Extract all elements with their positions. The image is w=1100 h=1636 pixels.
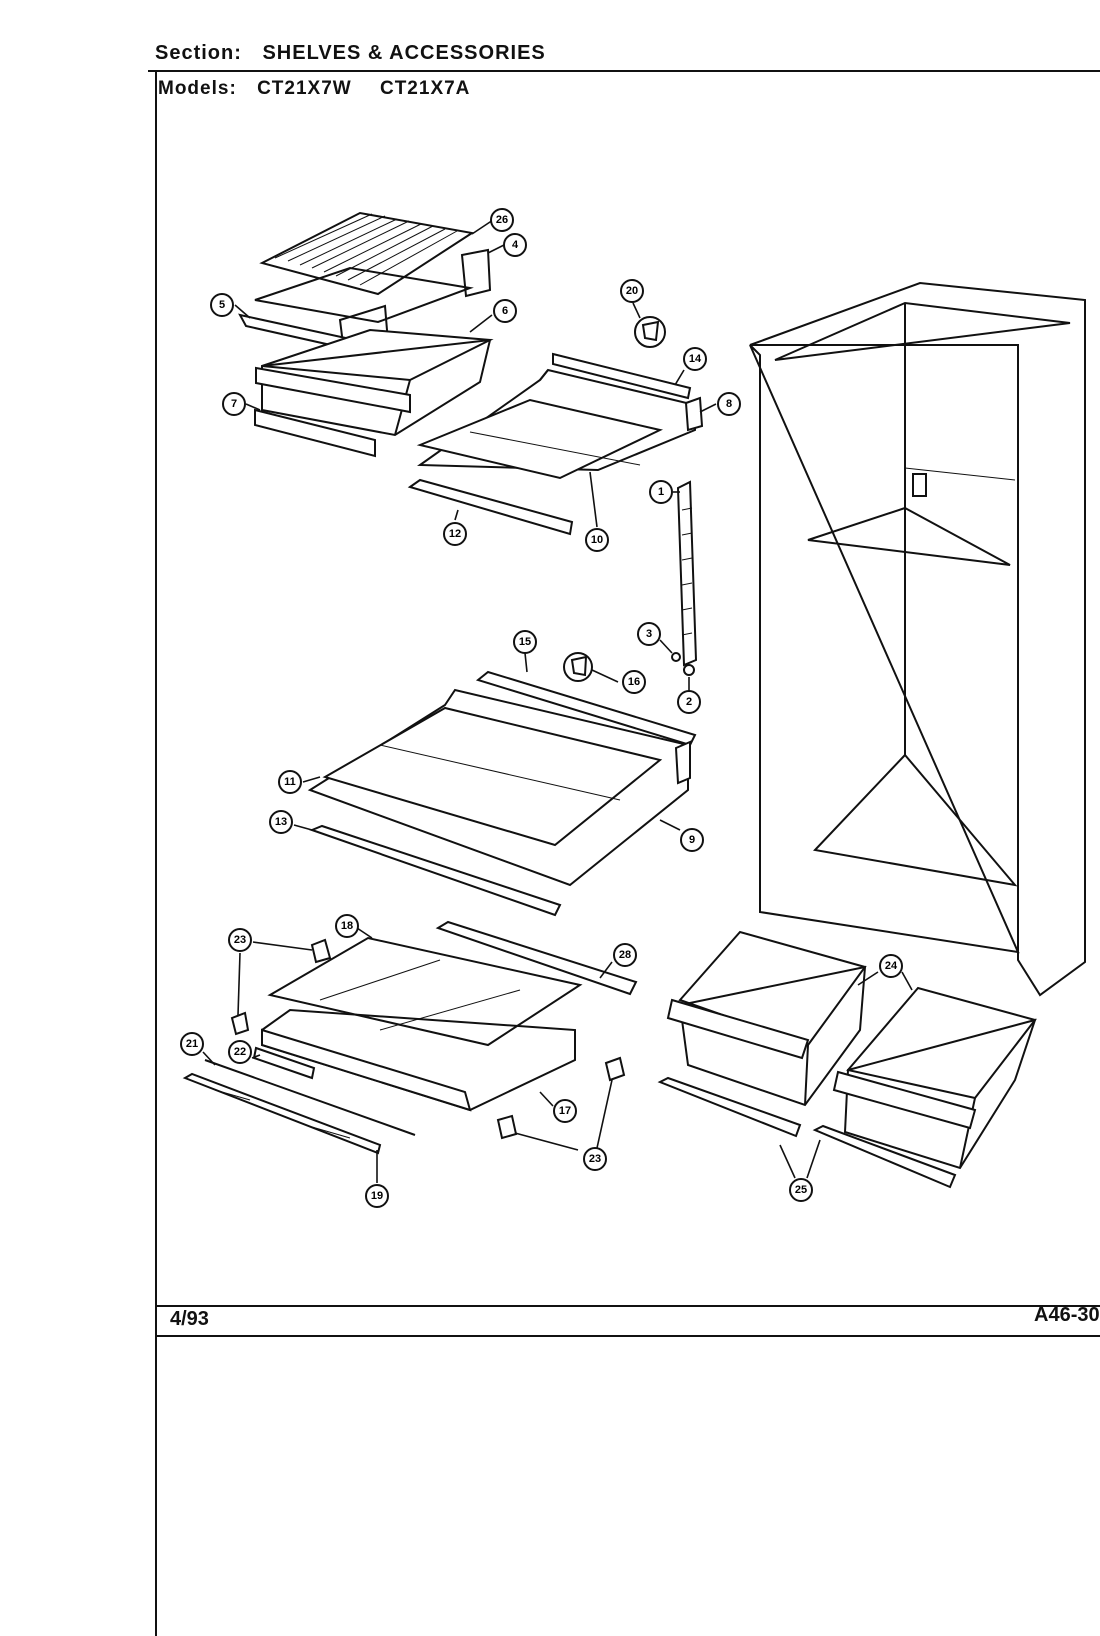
crisper-slide-rails — [657, 1076, 957, 1189]
crisper-drawer-right — [832, 986, 1037, 1170]
svg-text:17: 17 — [559, 1105, 571, 1117]
crisper-drawer-left — [666, 930, 867, 1107]
callout-3: 3 — [637, 622, 661, 646]
svg-text:11: 11 — [284, 776, 296, 788]
callout-26: 26 — [490, 208, 514, 232]
svg-text:23: 23 — [589, 1153, 601, 1165]
deli-drawer — [255, 328, 494, 437]
crisper-handle-insert — [252, 1046, 316, 1080]
callout-25: 25 — [789, 1178, 813, 1202]
svg-text:7: 7 — [231, 398, 237, 410]
callout-24: 24 — [879, 954, 903, 978]
exploded-parts-diagram: 26 4 5 6 7 20 14 8 1 12 10 3 15 16 2 11 … — [180, 208, 1086, 1208]
callout-5: 5 — [210, 293, 234, 317]
callout-8: 8 — [717, 392, 741, 416]
footer-rule-bottom — [155, 1335, 1100, 1337]
section-label: Section: — [155, 42, 242, 64]
callout-18: 18 — [335, 914, 359, 938]
svg-text:3: 3 — [646, 628, 652, 640]
model-number-2: CT21X7A — [379, 78, 471, 99]
shelf-frame-upper — [416, 368, 704, 472]
shelf-frame-lower — [307, 688, 691, 887]
shelf-rear-trim-lower — [475, 670, 697, 747]
header-rule — [148, 70, 1100, 72]
callout-22: 22 — [228, 1040, 252, 1064]
shelf-clip-icon-lower — [563, 652, 593, 682]
svg-text:16: 16 — [628, 676, 640, 688]
svg-text:4: 4 — [512, 239, 519, 251]
section-title: SHELVES & ACCESSORIES — [262, 42, 546, 64]
svg-text:9: 9 — [689, 834, 695, 846]
svg-text:19: 19 — [371, 1190, 383, 1202]
callout-11: 11 — [278, 770, 302, 794]
callout-7: 7 — [222, 392, 246, 416]
callout-19: 19 — [365, 1184, 389, 1208]
shelf-bracket-right — [460, 248, 492, 298]
svg-text:28: 28 — [619, 949, 631, 961]
svg-text:2: 2 — [686, 696, 692, 708]
callout-4: 4 — [503, 233, 527, 257]
glass-shelf-upper — [416, 398, 664, 480]
callout-20: 20 — [620, 279, 644, 303]
model-number-1: CT21X7W — [257, 78, 352, 99]
callout-23-upper: 23 — [228, 928, 252, 952]
svg-text:23: 23 — [234, 934, 246, 946]
shelf-ladder-rail — [671, 480, 698, 676]
svg-text:5: 5 — [219, 299, 225, 311]
crisper-cover-front-trim — [182, 1072, 382, 1155]
svg-text:15: 15 — [519, 636, 531, 648]
callout-6: 6 — [493, 299, 517, 323]
svg-text:10: 10 — [591, 534, 603, 546]
callout-13: 13 — [269, 810, 293, 834]
glass-shelf-lower — [322, 706, 663, 847]
shelf-front-trim-upper — [407, 478, 574, 536]
callout-17: 17 — [553, 1099, 577, 1123]
callout-21: 21 — [180, 1032, 204, 1056]
cover-support-clips — [230, 938, 626, 1140]
leader-lines — [202, 219, 913, 1183]
models-label: Models: — [158, 78, 237, 99]
svg-text:12: 12 — [449, 528, 461, 540]
svg-text:8: 8 — [726, 398, 732, 410]
svg-text:25: 25 — [795, 1184, 807, 1196]
callout-1: 1 — [649, 480, 673, 504]
section-heading: Section: SHELVES & ACCESSORIES — [155, 42, 546, 65]
svg-text:14: 14 — [689, 353, 702, 365]
crisper-cover-frame — [261, 1008, 576, 1112]
svg-text:24: 24 — [885, 960, 898, 972]
svg-text:20: 20 — [626, 285, 638, 297]
callout-28: 28 — [613, 943, 637, 967]
callout-16: 16 — [622, 670, 646, 694]
callout-2: 2 — [677, 690, 701, 714]
crisper-trim-strip — [204, 1059, 416, 1136]
svg-text:18: 18 — [341, 920, 353, 932]
callout-14: 14 — [683, 347, 707, 371]
freezer-wire-shelf — [259, 211, 475, 296]
svg-text:22: 22 — [234, 1046, 246, 1058]
shelf-rear-trim-upper — [552, 352, 692, 400]
diagram-code: A46-30 — [1034, 1304, 1100, 1326]
frame-left-border — [155, 72, 157, 1636]
svg-text:26: 26 — [496, 214, 508, 226]
callout-23-lower: 23 — [583, 1147, 607, 1171]
refrigerator-cabinet — [749, 281, 1086, 997]
deli-trim-front — [254, 408, 376, 458]
callout-10: 10 — [585, 528, 609, 552]
crisper-cover-rear-trim — [435, 920, 638, 996]
svg-text:13: 13 — [275, 816, 287, 828]
models-heading: Models: CT21X7W CT21X7A — [158, 78, 470, 100]
callout-12: 12 — [443, 522, 467, 546]
svg-text:21: 21 — [186, 1038, 198, 1050]
footer-rule-top — [155, 1305, 1100, 1307]
svg-text:6: 6 — [502, 305, 508, 317]
callout-15: 15 — [513, 630, 537, 654]
callout-9: 9 — [680, 828, 704, 852]
crisper-glass-cover — [267, 936, 583, 1047]
revision-date: 4/93 — [170, 1308, 209, 1330]
shelf-clip-icon-upper — [634, 316, 666, 348]
svg-text:1: 1 — [658, 486, 664, 498]
shelf-front-trim-lower — [309, 824, 562, 917]
